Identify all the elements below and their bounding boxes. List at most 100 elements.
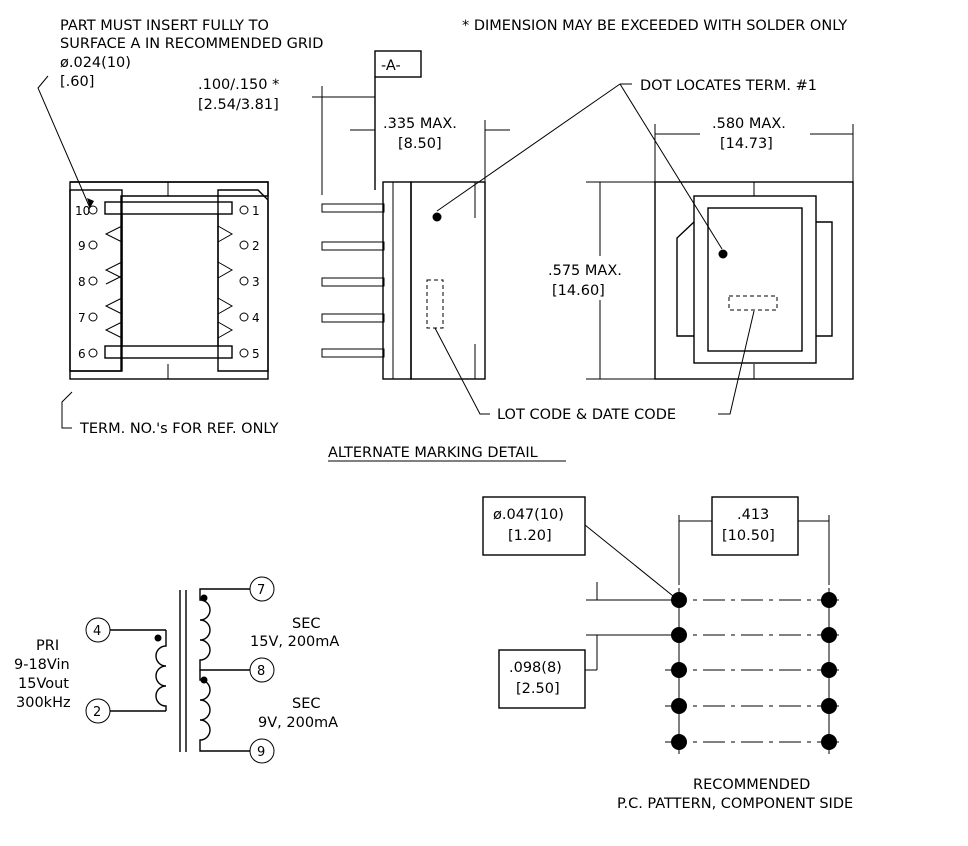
pad (821, 627, 837, 643)
height-value-mm: [8.50] (398, 136, 442, 152)
sec1-label: SEC (292, 616, 321, 632)
pin-4-marker: 4 (85, 617, 111, 643)
pcb-caption-line2: P.C. PATTERN, COMPONENT SIDE (617, 796, 853, 812)
height-value: .335 MAX. (383, 116, 457, 132)
hole-dia-value-mm: [1.20] (508, 528, 552, 544)
side-view (321, 181, 486, 380)
pin-label: 3 (252, 275, 260, 289)
side-core (410, 181, 486, 380)
pitch-value-mm: [2.50] (516, 681, 560, 697)
pin-right-3: 3 (239, 275, 260, 289)
insert-note: PART MUST INSERT FULLY TO SURFACE A IN R… (37, 18, 323, 209)
sec2-rating: 9V, 200mA (258, 715, 338, 731)
sec1-rating: 15V, 200mA (250, 634, 339, 650)
side-code-area (426, 279, 444, 329)
term-ref-leader (61, 391, 73, 429)
pad (671, 734, 687, 750)
datum-frame (374, 50, 422, 78)
pin-label: 8 (78, 275, 86, 289)
pad-row-right (821, 592, 837, 750)
pri-vin: 9-18Vin (14, 657, 70, 673)
top-core-face (707, 207, 803, 352)
pin-label: 5 (252, 347, 260, 361)
term-ref-note: TERM. NO.'s FOR REF. ONLY (61, 391, 279, 437)
pin-left-6: 6 (78, 347, 98, 361)
pin-right-2: 2 (239, 239, 260, 253)
pin-7-marker: 7 (249, 576, 275, 602)
pad-row-left (671, 592, 687, 750)
bottom-view-outline (69, 181, 269, 380)
transformer-schematic: PRI 9-18Vin 15Vout 300kHz 4 2 7 8 (14, 576, 339, 764)
row-spacing-value: .413 (737, 507, 769, 523)
pin-left-8: 8 (78, 275, 98, 289)
primary-dot (154, 634, 162, 642)
pin-label: 4 (252, 311, 260, 325)
secondary-winding-2 (199, 670, 250, 752)
dot-term-leader-side (436, 83, 621, 212)
pad (671, 627, 687, 643)
pri-vout: 15Vout (18, 676, 69, 692)
bottom-left-notches (104, 225, 123, 339)
length-dimension: .575 MAX. [14.60] (548, 181, 655, 380)
bottom-right-rail (217, 189, 269, 372)
width-dimension: .580 MAX. [14.73] (654, 116, 854, 182)
pad (821, 592, 837, 608)
top-right-bobbin (816, 221, 833, 337)
insert-note-diameter-mm: [.60] (60, 74, 94, 90)
pin-left-7: 7 (78, 311, 98, 325)
standoff-value-mm: [2.54/3.81] (198, 97, 279, 113)
pad (821, 662, 837, 678)
solder-note: * DIMENSION MAY BE EXCEEDED WITH SOLDER … (462, 18, 847, 34)
row-spacing-value-mm: [10.50] (722, 528, 775, 544)
lot-code-label: LOT CODE & DATE CODE (497, 407, 676, 423)
pri-freq: 300kHz (16, 695, 71, 711)
side-pins (321, 203, 385, 358)
side-header (382, 181, 412, 380)
pin-8-label: 8 (257, 664, 265, 679)
insert-note-line1: PART MUST INSERT FULLY TO (60, 18, 269, 34)
width-value: .580 MAX. (712, 116, 786, 132)
pin-4-label: 4 (93, 624, 101, 639)
hole-dia-box (482, 496, 586, 556)
standoff-dimension: .100/.150 * [2.54/3.81] (198, 77, 375, 195)
height-dimension: .335 MAX. [8.50] (350, 116, 510, 182)
lot-code-leader-side (434, 327, 490, 415)
datum-label: -A- (381, 58, 401, 74)
row-spacing-box (711, 496, 799, 556)
bottom-view: 10 9 8 7 6 1 2 3 (69, 181, 269, 380)
term-ref-label: TERM. NO.'s FOR REF. ONLY (79, 421, 279, 437)
length-value: .575 MAX. (548, 263, 622, 279)
insert-note-line2: SURFACE A IN RECOMMENDED GRID (60, 36, 323, 52)
pin-right-4: 4 (239, 311, 260, 325)
sec1-dot (200, 594, 208, 602)
lot-code-note: LOT CODE & DATE CODE (434, 310, 755, 423)
pin-2-marker: 2 (85, 698, 111, 724)
insert-note-diameter: ø.024(10) (60, 55, 131, 71)
pin-label: 9 (78, 239, 86, 253)
top-code-area (728, 295, 778, 311)
bottom-top-bar (104, 201, 233, 215)
pad (671, 698, 687, 714)
hole-dia-value: ø.047(10) (493, 507, 564, 523)
pad (821, 734, 837, 750)
alt-marking: ALTERNATE MARKING DETAIL (328, 445, 566, 462)
pri-label: PRI (36, 638, 59, 654)
sec2-label: SEC (292, 696, 321, 712)
bottom-left-frame (70, 181, 269, 372)
pin-2-label: 2 (93, 705, 101, 720)
pad (671, 662, 687, 678)
pin-label: 1 (252, 204, 260, 218)
primary-winding (155, 630, 167, 711)
length-value-mm: [14.60] (552, 283, 605, 299)
sec2-dot (200, 676, 208, 684)
pin-label: 2 (252, 239, 260, 253)
insert-note-leader (37, 75, 91, 209)
pin-right-5: 5 (239, 347, 260, 361)
pad-centerlines (665, 588, 842, 754)
pad (671, 592, 687, 608)
pin-8-marker: 8 (249, 657, 275, 683)
pad (821, 698, 837, 714)
pin-label: 7 (78, 311, 86, 325)
side-term1-dot (432, 212, 442, 222)
